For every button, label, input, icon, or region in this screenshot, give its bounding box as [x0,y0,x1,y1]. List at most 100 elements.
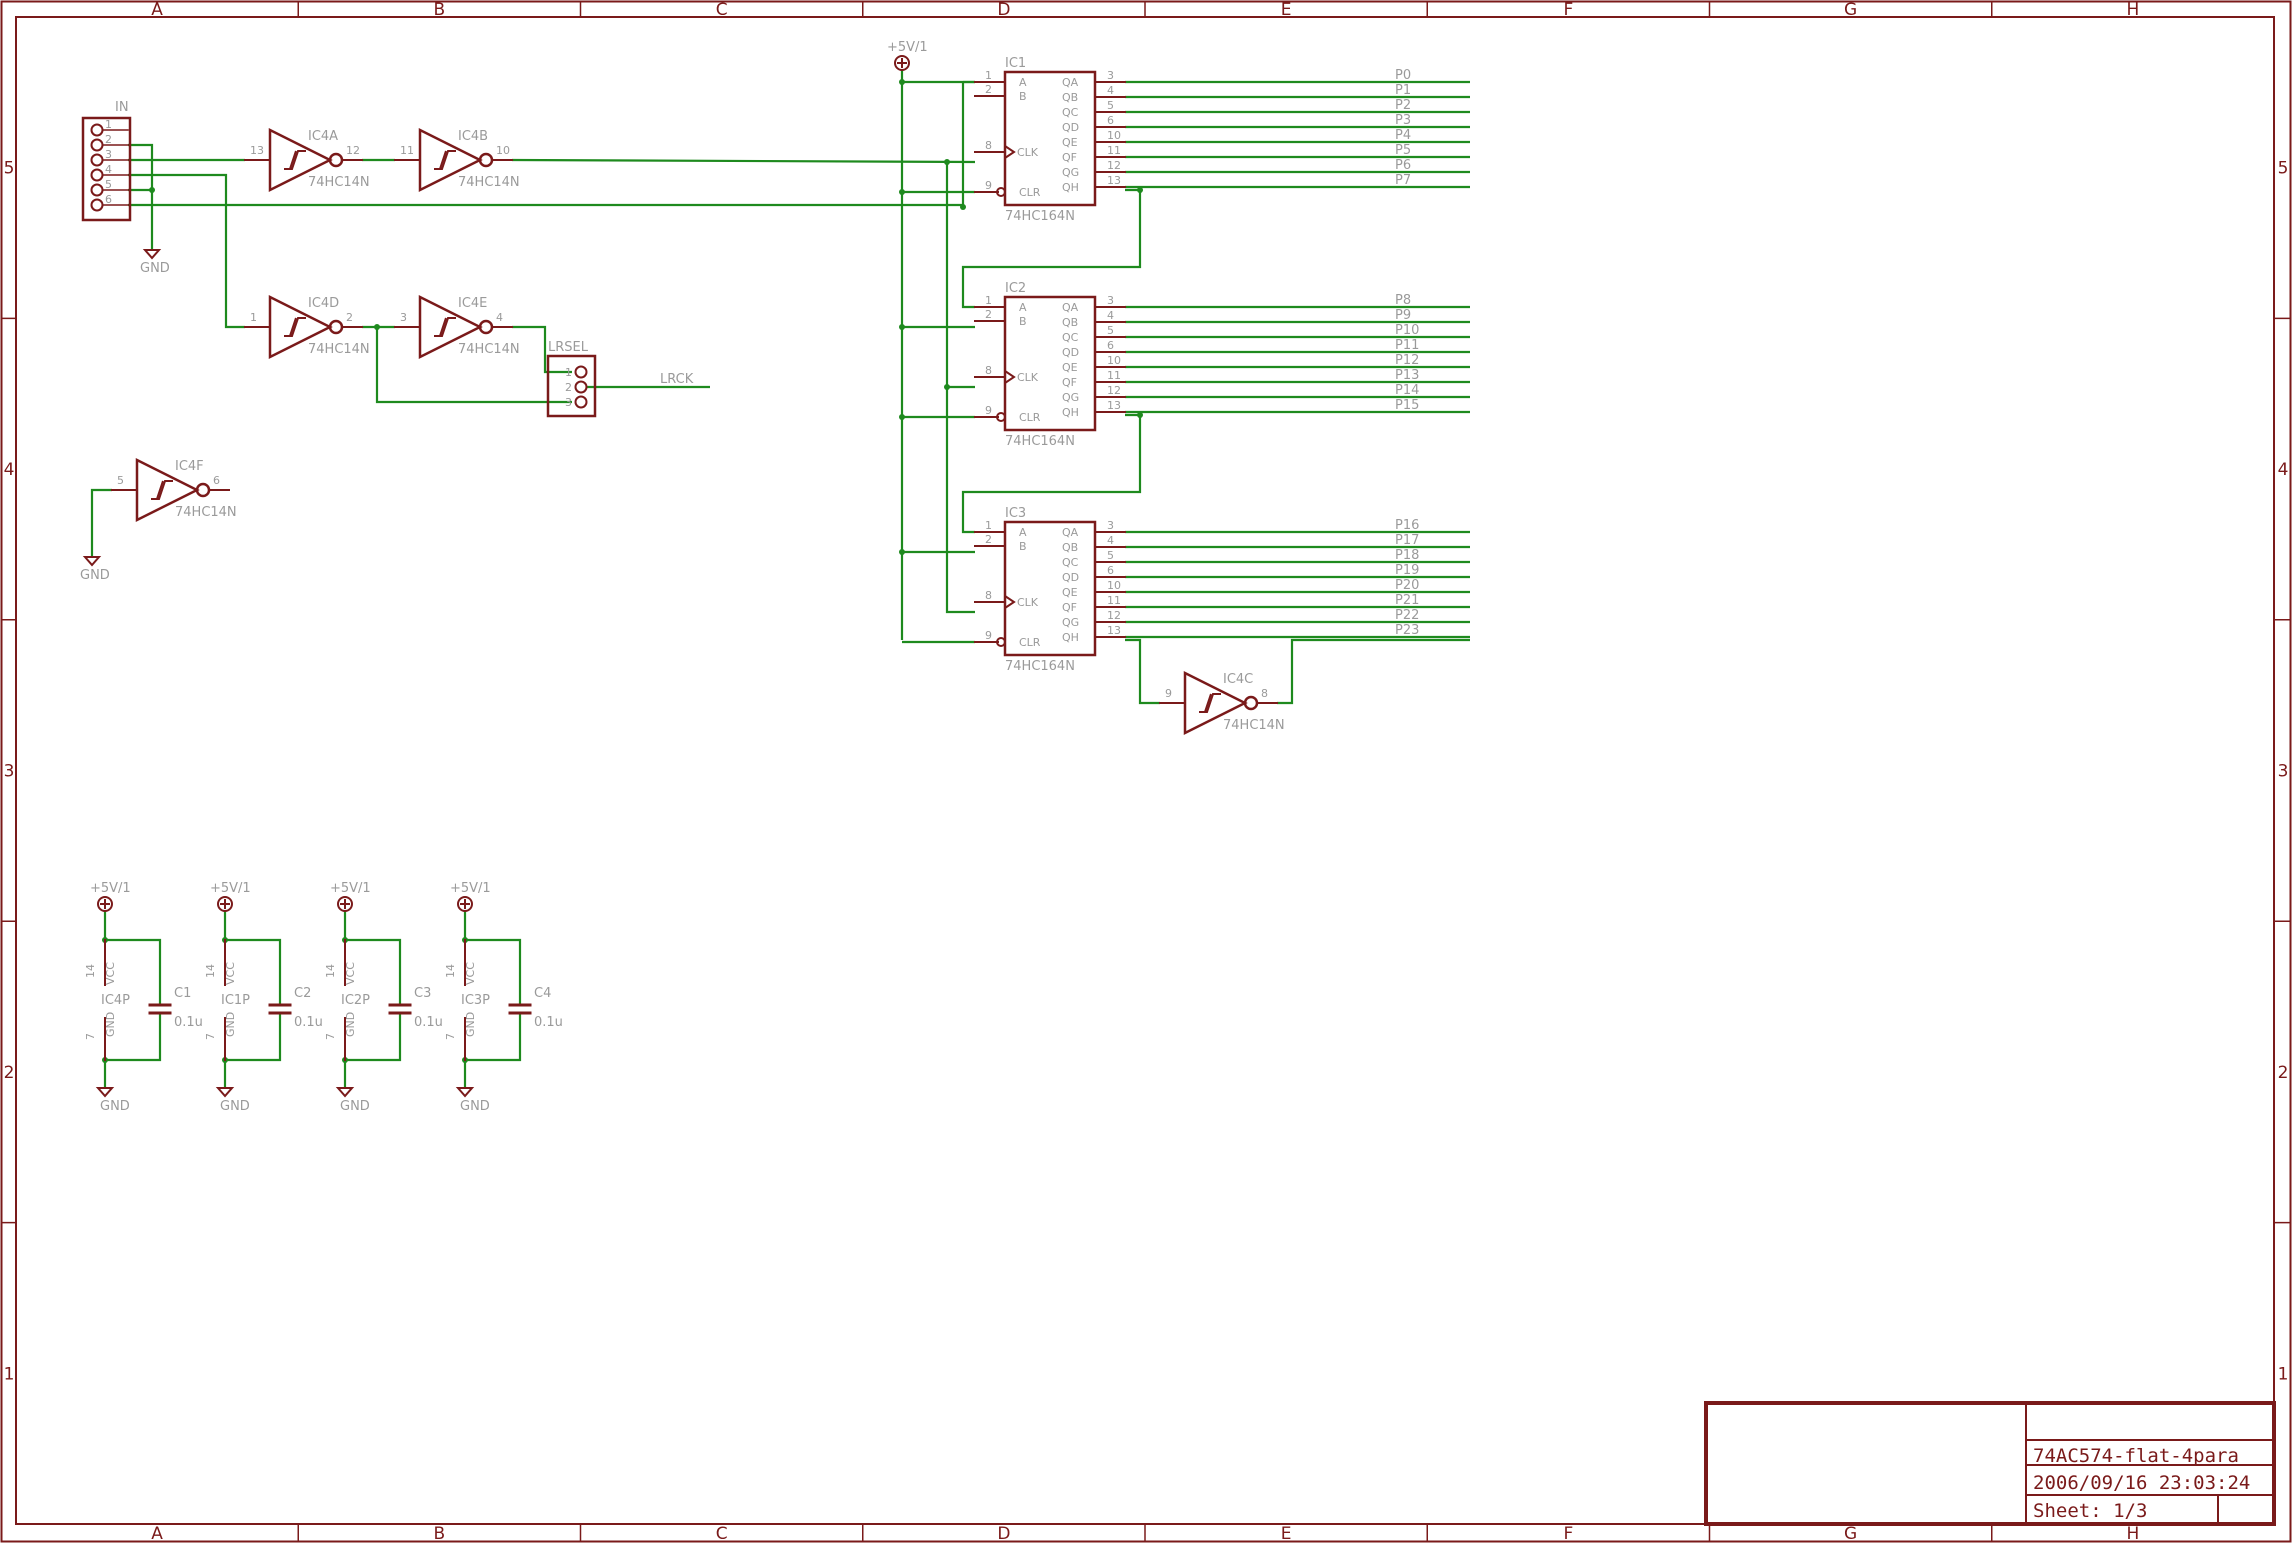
input-pin-name: CLK [1017,146,1039,159]
output-pin-number: 6 [1107,564,1114,577]
cascade-ic1-ic2 [961,188,1142,309]
power-gnd-pin-number: 7 [444,1033,457,1040]
vcc-circle [217,896,233,912]
vcc-label: +5V/1 [450,881,491,896]
input-pin-name: CLK [1017,596,1039,609]
inverter-name: IC4D [308,296,339,311]
in-data-net [128,203,965,207]
vcc-symbol: +5V/1 [210,881,251,912]
output-net-label: P16 [1395,518,1419,533]
power-gnd-pin-name: GND [224,1012,237,1037]
connector-lrsel-pin [574,380,588,394]
junction-dot [899,414,905,420]
output-pin-name: QE [1062,361,1078,374]
output-pin-name: QD [1062,346,1079,359]
output-pin-name: QB [1062,541,1078,554]
row-label-left: 5 [4,159,15,179]
output-pin-name: QA [1062,301,1079,314]
column-label-top: C [716,0,728,20]
vcc-label: +5V/1 [210,881,251,896]
connector-lrsel-pin-number: 2 [565,381,572,394]
shift-register-ic2: IC274HC164NA1B2CLK8CLR9QA3QB4QC5QD6QE10Q… [974,281,1126,449]
column-label-top: B [434,0,446,20]
lrck-label: LRCK [660,372,694,387]
ground-label: GND [340,1099,370,1114]
junction-dot [960,204,966,210]
decoupling-bottom [225,1013,282,1062]
row-label-right: 4 [2278,460,2289,480]
input-pin-name: CLR [1019,186,1041,199]
shift-register-part: 74HC164N [1005,209,1075,224]
row-label-right: 5 [2278,159,2289,179]
clr-bubble [996,412,1006,422]
vcc-label: +5V/1 [887,40,928,55]
ic4c-output [1277,638,1470,705]
input-pin-name: B [1019,540,1027,553]
output-pin-name: QF [1062,376,1077,389]
output-pin-number: 3 [1107,69,1114,82]
connector-in-pin-number: 3 [105,148,112,161]
vcc-circle [97,896,113,912]
ground-triangle [142,249,162,260]
schmitt-mark [1204,693,1212,713]
input-pin-number: 9 [985,404,992,417]
sheet-number: Sheet: 1/3 [2033,1500,2147,1522]
output-net-label: P14 [1395,383,1419,398]
power-gnd-pin-number: 7 [204,1033,217,1040]
junction-dot [899,549,905,555]
capacitor-name: C3 [414,986,431,1001]
schmitt-mark [439,317,447,337]
clock-marker [1004,145,1016,159]
output-pin-name: QG [1062,166,1079,179]
ground-symbol: GND [80,556,110,583]
column-label-bottom: H [2126,1524,2139,1544]
vcc-symbol: +5V/1 [330,881,371,912]
shift-register-body [1003,70,1097,207]
output-pin-name: QE [1062,136,1078,149]
inverter-name: IC4E [458,296,487,311]
inverter-name: IC4B [458,129,488,144]
power-vcc-pin-name: VCC [224,962,237,985]
ground-triangle [95,1087,115,1098]
output-pin-name: QH [1062,631,1079,644]
row-label-right: 3 [2278,762,2289,782]
input-pin-number: 2 [985,83,992,96]
ground-triangle [455,1087,475,1098]
inverter-part: 74HC14N [458,175,520,190]
column-label-bottom: F [1563,1524,1573,1544]
output-pin-name: QC [1062,556,1079,569]
output-net-label: P4 [1395,128,1411,143]
inverter-in-pin-number: 9 [1165,687,1172,700]
decoupling-bottom [105,1013,162,1062]
output-pin-name: QG [1062,616,1079,629]
decoupling-top [465,938,522,1005]
power-unit-name: IC2P [341,993,370,1008]
output-pin-name: QH [1062,181,1079,194]
input-pin-name: A [1019,76,1027,89]
shift-register-body [1003,295,1097,432]
output-pin-name: QB [1062,316,1078,329]
junction-dot [899,189,905,195]
shift-register-part: 74HC164N [1005,659,1075,674]
connector-in-pin-number: 6 [105,193,112,206]
capacitor-value: 0.1u [174,1015,203,1030]
row-label-left: 3 [4,762,15,782]
clr-bubble [996,637,1006,647]
labels: P0P1P2P3P4P5P6P7P8P9P10P11P12P13P14P15P1… [660,68,1419,638]
output-pin-number: 12 [1107,159,1121,172]
column-label-bottom: B [434,1524,446,1544]
output-net-label: P0 [1395,68,1411,83]
output-pin-number: 13 [1107,399,1121,412]
output-pin-name: QA [1062,76,1079,89]
ground-symbol: GND [215,1087,250,1114]
clock-marker [1004,370,1016,384]
shift-register-name: IC3 [1005,506,1026,521]
output-pin-number: 6 [1107,339,1114,352]
input-pin-number: 1 [985,294,992,307]
ground-symbol: GND [140,249,170,276]
inverter-out-pin-number: 8 [1261,687,1268,700]
row-label-left: 4 [4,460,15,480]
connector-in-pin-number: 4 [105,163,112,176]
input-pin-name: CLK [1017,371,1039,384]
